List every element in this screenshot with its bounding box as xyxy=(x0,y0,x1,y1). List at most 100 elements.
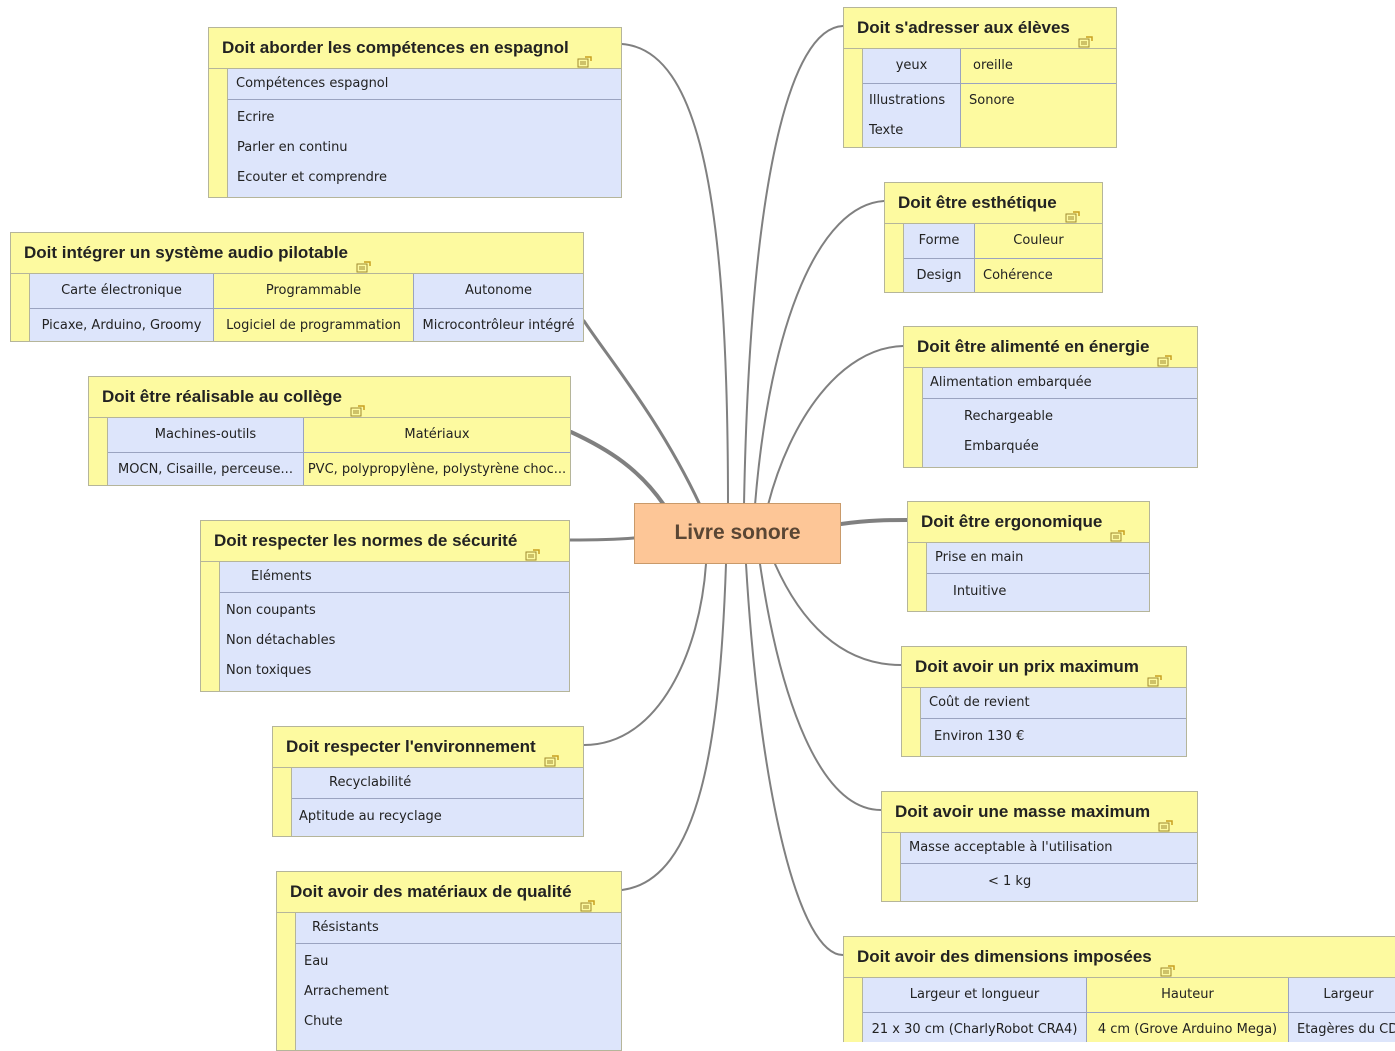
list-item: Ecouter et comprendre xyxy=(237,170,387,185)
note-icon[interactable] xyxy=(1147,662,1162,687)
column-header: Hauteur xyxy=(1086,978,1288,1012)
table-cell: 4 cm (Grove Arduino Mega) xyxy=(1086,1012,1288,1042)
note-icon[interactable] xyxy=(350,392,365,417)
list-item: Rechargeable xyxy=(964,409,1053,424)
column-header: Alimentation embarquée xyxy=(904,368,1197,399)
list-item: Embarquée xyxy=(964,439,1039,454)
column-header: yeux xyxy=(863,49,960,83)
list-item: Eau xyxy=(304,954,329,969)
link-dimensions xyxy=(745,563,844,956)
note-icon[interactable] xyxy=(577,43,592,68)
topic-masse[interactable]: Doit avoir une masse maximum Masse accep… xyxy=(881,791,1198,902)
topic-audio[interactable]: Doit intégrer un système audio pilotable… xyxy=(10,232,584,342)
link-environnement xyxy=(583,563,707,746)
column-header: Programmable xyxy=(213,274,413,308)
note-icon[interactable] xyxy=(1158,807,1173,832)
column-header: Largeur xyxy=(1288,978,1395,1012)
row-strip xyxy=(277,913,296,1050)
topic-title: Doit être alimenté en énergie xyxy=(917,337,1150,356)
topic-title: Doit être ergonomique xyxy=(921,512,1103,531)
topic-ergonomique[interactable]: Doit être ergonomique Prise en main Intu… xyxy=(907,501,1150,612)
note-icon[interactable] xyxy=(544,742,559,767)
column-header: Autonome xyxy=(413,274,583,308)
central-topic[interactable]: Livre sonore xyxy=(634,503,841,564)
topic-title: Doit être esthétique xyxy=(898,193,1057,212)
note-icon[interactable] xyxy=(1157,342,1173,367)
column-header: Compétences espagnol xyxy=(209,69,621,100)
topic-eleves[interactable]: Doit s'adresser aux élèves yeux oreille … xyxy=(843,7,1117,148)
note-icon[interactable] xyxy=(356,248,371,273)
link-prix xyxy=(774,563,902,666)
list-item: Non coupants xyxy=(226,603,316,618)
row-strip xyxy=(201,562,220,691)
table-cell: Microcontrôleur intégré xyxy=(413,308,583,341)
column-header: Largeur et longueur xyxy=(863,978,1086,1012)
topic-title: Doit aborder les compétences en espagnol xyxy=(222,38,569,57)
topic-title: Doit intégrer un système audio pilotable xyxy=(24,243,348,262)
table-cell: PVC, polypropylène, polystyrène choc... xyxy=(303,452,570,485)
column-header: Carte électronique xyxy=(30,274,213,308)
note-icon[interactable] xyxy=(1110,517,1126,542)
row-strip xyxy=(902,688,921,756)
row-strip xyxy=(844,978,863,1042)
note-icon[interactable] xyxy=(1065,198,1080,223)
column-header: Forme xyxy=(904,224,974,258)
table-cell: Logiciel de programmation xyxy=(213,308,413,341)
topic-espagnol[interactable]: Doit aborder les compétences en espagnol… xyxy=(208,27,622,198)
row-strip xyxy=(885,224,904,292)
topic-title: Doit avoir une masse maximum xyxy=(895,802,1151,821)
link-college xyxy=(569,430,666,507)
list-item: Chute xyxy=(304,1014,343,1029)
link-eleves xyxy=(743,25,844,506)
list-item: Non toxiques xyxy=(226,663,312,678)
list-item: < 1 kg xyxy=(988,874,1032,889)
link-energie xyxy=(767,345,904,506)
column-header: Coût de revient xyxy=(902,688,1186,719)
note-icon[interactable] xyxy=(580,887,595,912)
table-cell: Picaxe, Arduino, Groomy xyxy=(30,308,213,341)
topic-title: Doit s'adresser aux élèves xyxy=(857,18,1070,37)
row-strip xyxy=(908,543,927,611)
table-cell: MOCN, Cisaille, perceuse... xyxy=(108,452,303,485)
column-header: Résistants xyxy=(277,913,621,944)
topic-title: Doit être réalisable au collège xyxy=(102,387,342,406)
table-cell: Sonore xyxy=(960,83,1116,147)
list-item: Environ 130 € xyxy=(934,729,1025,744)
row-strip xyxy=(844,49,863,147)
column-header: oreille xyxy=(960,49,1116,83)
cell-line: Illustrations xyxy=(869,93,946,108)
column-header: Machines-outils xyxy=(108,418,303,452)
column-header: Matériaux xyxy=(303,418,570,452)
list-item: Intuitive xyxy=(953,584,1007,599)
column-header: Prise en main xyxy=(908,543,1149,574)
table-cell: Cohérence xyxy=(974,258,1102,292)
note-icon[interactable] xyxy=(1160,952,1175,977)
column-header: Masse acceptable à l'utilisation xyxy=(882,833,1197,864)
topic-environnement[interactable]: Doit respecter l'environnement Recyclabi… xyxy=(272,726,584,837)
note-icon[interactable] xyxy=(525,536,541,561)
link-masse xyxy=(759,563,882,811)
topic-materiaux[interactable]: Doit avoir des matériaux de qualité Rési… xyxy=(276,871,622,1051)
row-strip xyxy=(11,274,30,341)
topic-title: Doit avoir un prix maximum xyxy=(915,657,1139,676)
row-strip xyxy=(89,418,108,485)
topic-title: Doit avoir des matériaux de qualité xyxy=(290,882,572,901)
table-cell: Design xyxy=(904,258,974,292)
topic-esthetique[interactable]: Doit être esthétique Forme Couleur Desig… xyxy=(884,182,1103,293)
topic-prix[interactable]: Doit avoir un prix maximum Coût de revie… xyxy=(901,646,1187,757)
note-icon[interactable] xyxy=(1078,23,1093,48)
topic-energie[interactable]: Doit être alimenté en énergie Alimentati… xyxy=(903,326,1198,468)
topic-dimensions[interactable]: Doit avoir des dimensions imposées Large… xyxy=(843,936,1395,1042)
topic-securite[interactable]: Doit respecter les normes de sécurité El… xyxy=(200,520,570,692)
table-cell: Etagères du CDI xyxy=(1288,1012,1395,1042)
row-strip xyxy=(273,768,292,836)
list-item: Ecrire xyxy=(237,110,275,125)
row-strip xyxy=(904,368,923,467)
topic-college[interactable]: Doit être réalisable au collège Machines… xyxy=(88,376,571,486)
link-audio xyxy=(582,319,702,507)
list-item: Parler en continu xyxy=(237,140,348,155)
table-cell: Illustrations Texte xyxy=(863,83,960,147)
cell-line: Texte xyxy=(869,123,904,138)
topic-title: Doit respecter l'environnement xyxy=(286,737,536,756)
